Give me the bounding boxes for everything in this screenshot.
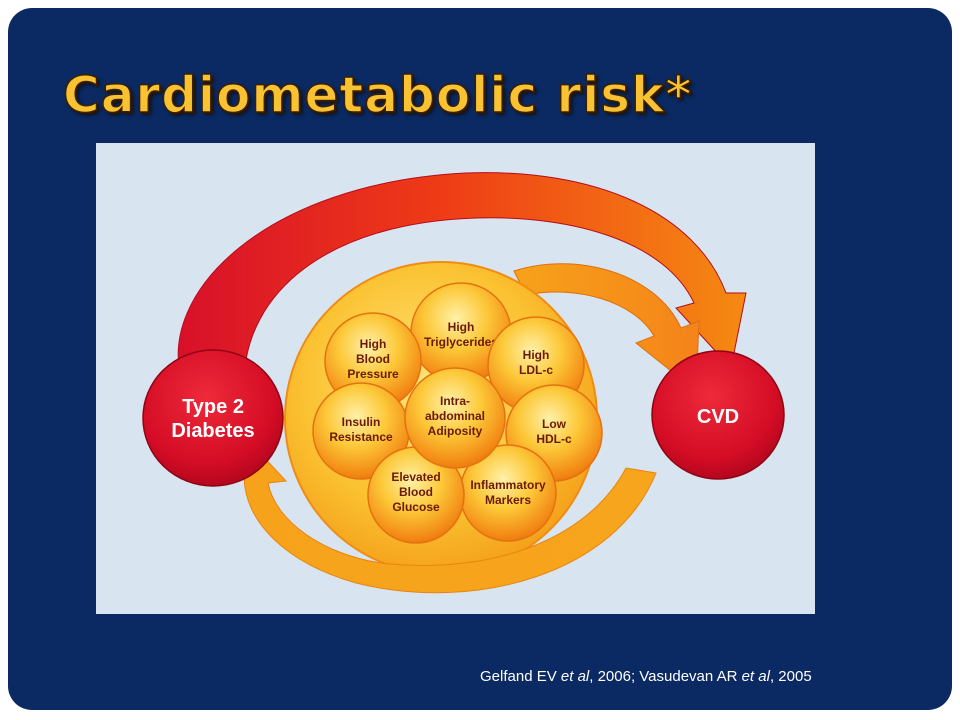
cardiometabolic-diagram: Type 2 Diabetes CVD High Triglycerides H… <box>96 143 815 614</box>
citation-text: Gelfand EV <box>480 668 561 685</box>
risk-factor-label: High <box>523 348 550 362</box>
risk-factor-inflammatory-markers: Inflammatory Markers <box>459 444 557 542</box>
slide-title: Cardiometabolic risk* <box>62 65 693 125</box>
citation-text: , 2005 <box>769 668 812 685</box>
risk-factor-label: Inflammatory <box>470 478 546 492</box>
citation-text: , 2006; Vasudevan AR <box>589 668 742 685</box>
risk-factor-label: Intra- <box>440 394 470 408</box>
risk-factor-label: Elevated <box>391 470 440 484</box>
risk-factor-label: Insulin <box>342 415 381 429</box>
risk-factor-intra-abdominal-adiposity: Intra- abdominal Adiposity <box>404 367 506 469</box>
risk-factor-label: HDL-c <box>536 432 572 446</box>
risk-factor-label: High <box>448 320 475 334</box>
risk-factor-elevated-blood-glucose: Elevated Blood Glucose <box>367 446 465 544</box>
citation-et-al: et al <box>741 668 770 685</box>
type-2-diabetes-node: Type 2 Diabetes <box>142 349 284 487</box>
risk-factor-insulin-resistance: Insulin Resistance <box>312 382 410 480</box>
risk-factor-label: Glucose <box>392 500 440 514</box>
type-2-diabetes-label: Type 2 <box>182 396 244 418</box>
risk-factor-label: Blood <box>356 352 390 366</box>
type-2-diabetes-label: Diabetes <box>171 420 254 442</box>
risk-factor-label: Low <box>542 417 567 431</box>
risk-factor-label: abdominal <box>425 409 485 423</box>
risk-factor-label: Markers <box>485 493 531 507</box>
risk-factor-label: Adiposity <box>428 424 483 438</box>
cvd-node: CVD <box>651 350 785 480</box>
slide: Cardiometabolic risk* <box>8 8 952 710</box>
cvd-label: CVD <box>697 406 739 428</box>
risk-factor-label: Blood <box>399 485 433 499</box>
risk-factor-label: Pressure <box>347 367 399 381</box>
risk-factor-label: Resistance <box>329 430 393 444</box>
risk-factor-label: Triglycerides <box>424 335 498 349</box>
risk-factor-label: High <box>360 337 387 351</box>
citation: Gelfand EV et al, 2006; Vasudevan AR et … <box>480 668 812 685</box>
risk-factor-label: LDL-c <box>519 363 553 377</box>
arrow-diabetes-to-cvd <box>177 172 747 382</box>
citation-et-al: et al <box>560 668 590 685</box>
